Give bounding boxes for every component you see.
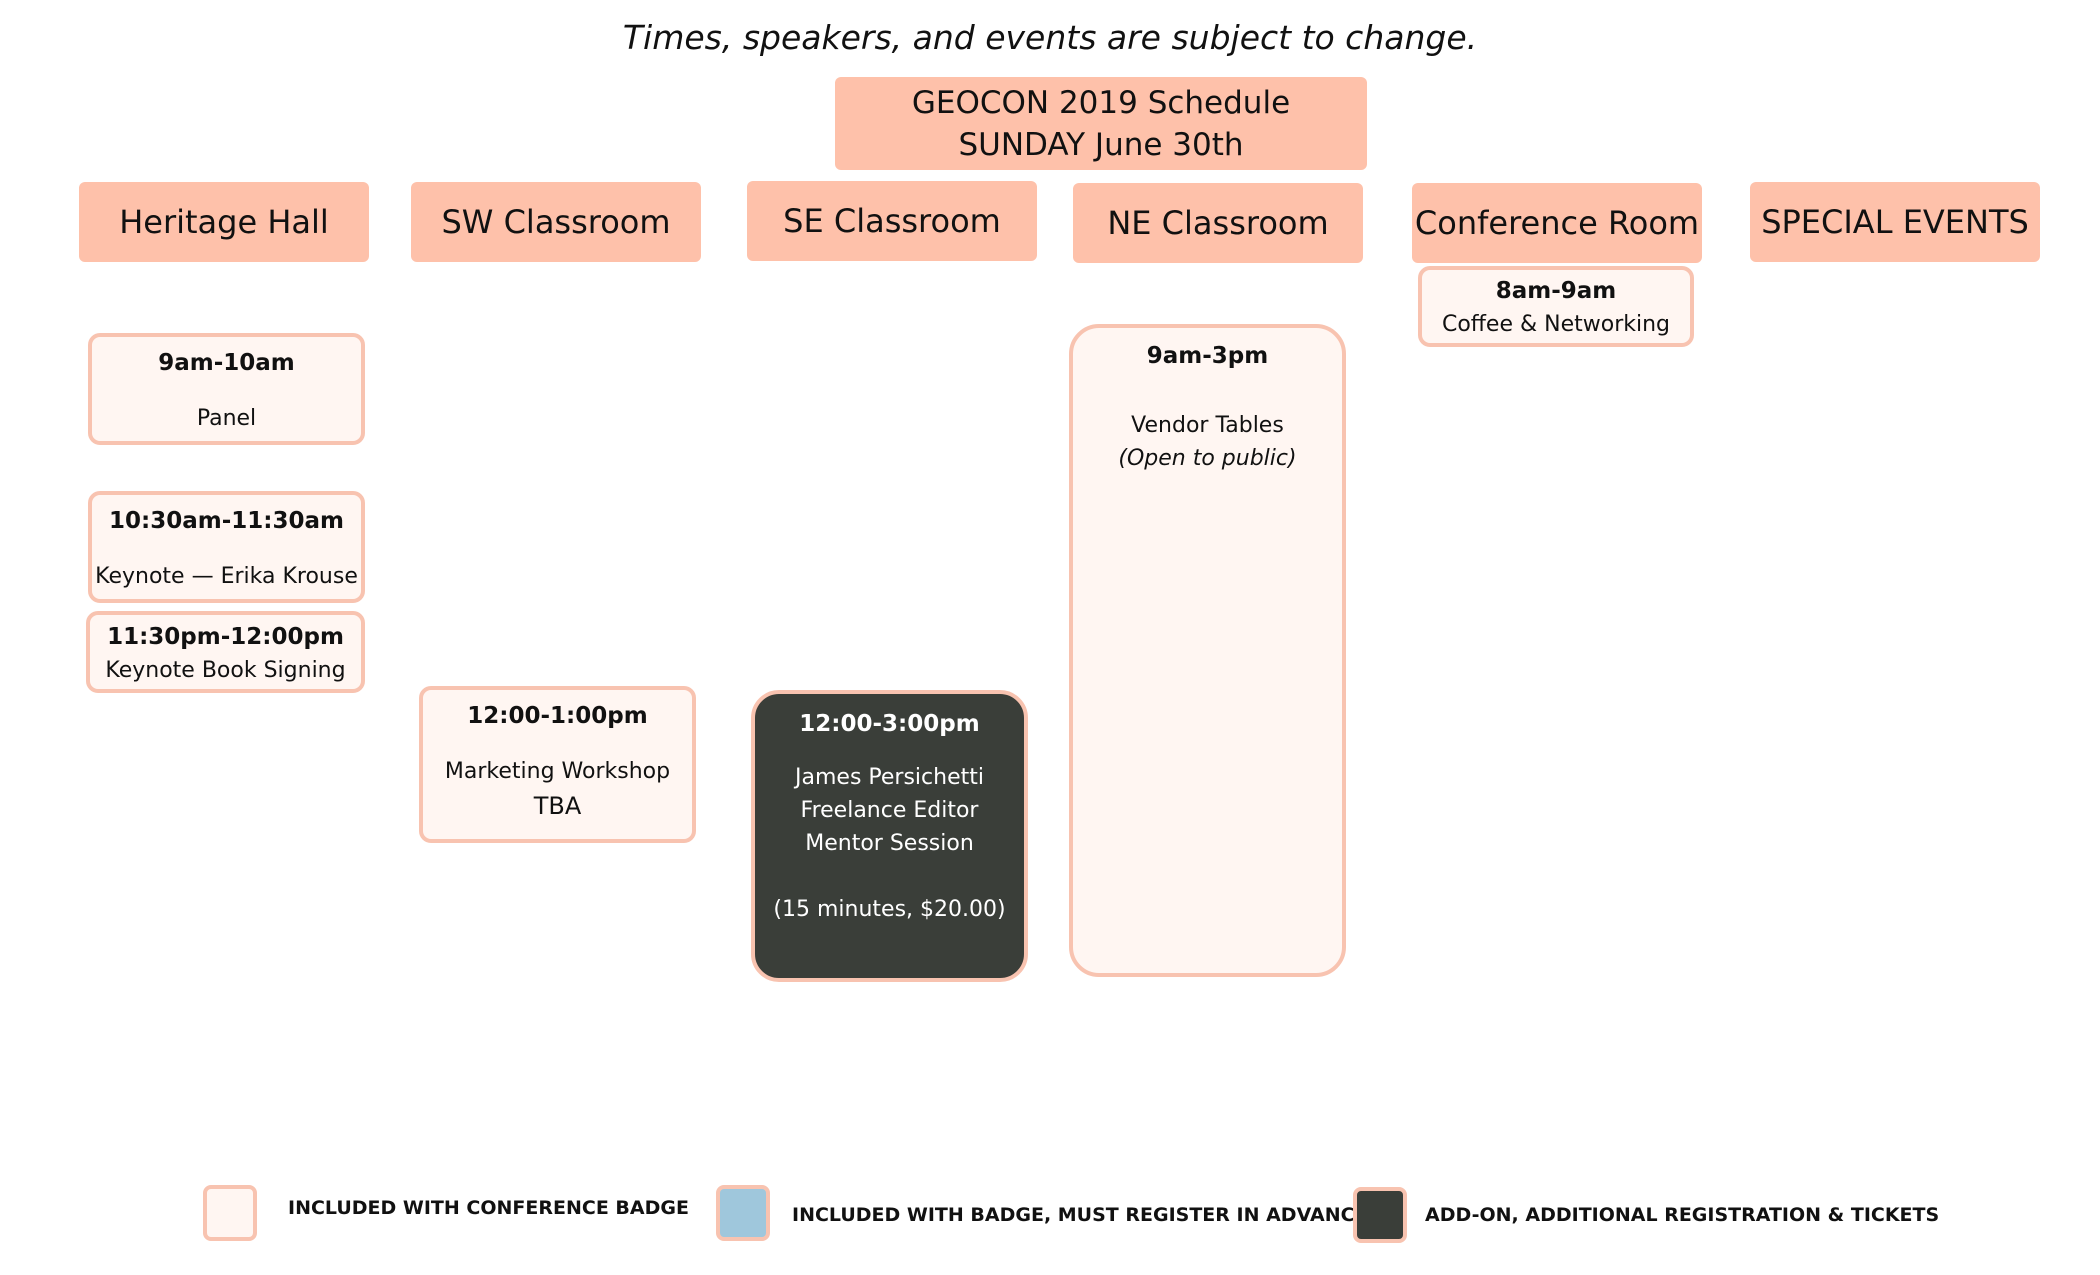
event-title: Keynote Book Signing	[105, 658, 346, 683]
event-time: 8am-9am	[1495, 278, 1617, 304]
event-title: Panel	[196, 406, 257, 431]
event-card-marketing-workshop: 12:00-1:00pm Marketing Workshop TBA	[419, 686, 696, 843]
event-card-book-signing: 11:30pm-12:00pm Keynote Book Signing	[86, 611, 365, 693]
schedule-notice: Times, speakers, and events are subject …	[622, 18, 1478, 57]
legend-swatch-add-on	[1353, 1187, 1407, 1243]
event-time: 9am-10am	[158, 350, 295, 376]
legend-label-add-on: ADD-ON, ADDITIONAL REGISTRATION & TICKET…	[1425, 1204, 1940, 1226]
event-card-coffee-networking: 8am-9am Coffee & Networking	[1418, 266, 1694, 347]
event-card-panel: 9am-10am Panel	[88, 333, 365, 445]
room-header-heritage-hall: Heritage Hall	[79, 182, 369, 262]
legend-label-included: INCLUDED WITH CONFERENCE BADGE	[288, 1197, 689, 1219]
event-title: Coffee & Networking	[1441, 312, 1671, 337]
legend-swatch-register-advance	[716, 1185, 770, 1241]
event-title: Vendor Tables	[1131, 413, 1284, 438]
event-time: 12:00-1:00pm	[467, 703, 648, 729]
event-note: (15 minutes, $20.00)	[773, 897, 1006, 922]
event-card-vendor-tables: 9am-3pm Vendor Tables (Open to public)	[1069, 324, 1346, 977]
event-time: 11:30pm-12:00pm	[107, 624, 344, 650]
event-time: 9am-3pm	[1146, 343, 1269, 369]
event-title: Mentor Session	[805, 831, 974, 856]
room-header-se-classroom: SE Classroom	[747, 181, 1037, 261]
event-subtitle: (Open to public)	[1118, 446, 1297, 471]
schedule-title-line1: GEOCON 2019 Schedule	[911, 84, 1291, 121]
room-header-sw-classroom: SW Classroom	[411, 182, 701, 262]
room-header-ne-classroom: NE Classroom	[1073, 183, 1363, 263]
event-card-mentor-session: 12:00-3:00pm James Persichetti Freelance…	[751, 690, 1028, 982]
event-time: 10:30am-11:30am	[109, 508, 344, 534]
event-card-keynote: 10:30am-11:30am Keynote — Erika Krouse	[88, 491, 365, 603]
schedule-title-line2: SUNDAY June 30th	[958, 126, 1244, 163]
legend-swatch-included	[203, 1185, 257, 1241]
event-role: Freelance Editor	[800, 798, 979, 823]
event-title: Keynote — Erika Krouse	[95, 564, 358, 589]
event-time: 12:00-3:00pm	[799, 711, 980, 737]
event-subtitle: TBA	[533, 792, 582, 820]
event-speaker: James Persichetti	[795, 765, 984, 790]
room-header-special-events: SPECIAL EVENTS	[1750, 182, 2040, 262]
event-title: Marketing Workshop	[444, 759, 671, 784]
legend-label-register-advance: INCLUDED WITH BADGE, MUST REGISTER IN AD…	[792, 1204, 1368, 1226]
room-header-conference-room: Conference Room	[1412, 183, 1702, 263]
schedule-title: GEOCON 2019 Schedule SUNDAY June 30th	[835, 77, 1367, 170]
